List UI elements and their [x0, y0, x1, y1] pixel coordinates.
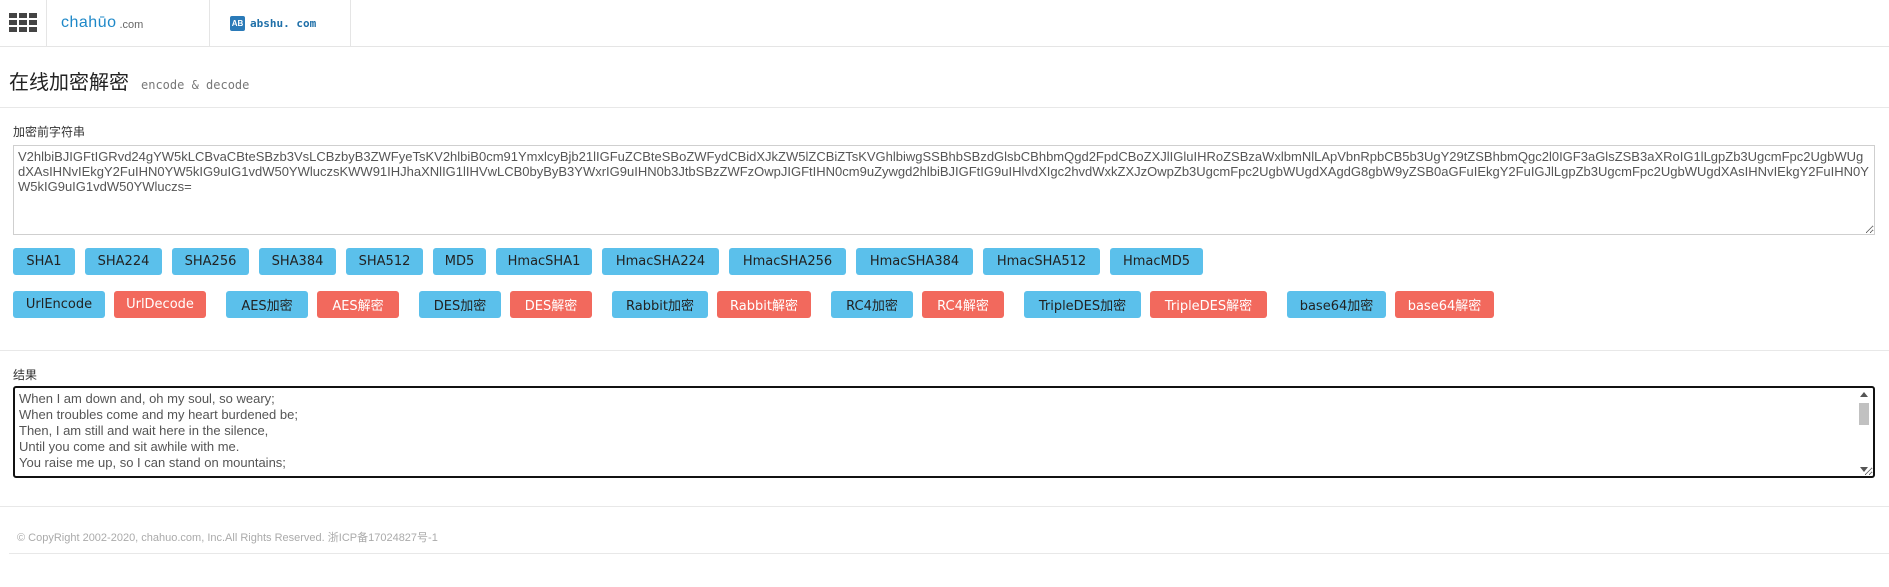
result-label: 结果 [13, 368, 38, 382]
cipher-button-8[interactable]: RC4加密 [831, 291, 913, 318]
input-label: 加密前字符串 [13, 125, 86, 139]
divider [0, 350, 1889, 351]
apps-menu-button[interactable] [0, 0, 47, 46]
cipher-button-9[interactable]: RC4解密 [922, 291, 1004, 318]
page-subtitle: encode & decode [141, 78, 250, 92]
divider [9, 553, 1889, 554]
page-title: 在线加密解密 [9, 70, 129, 94]
hash-button-sha224[interactable]: SHA224 [85, 248, 162, 275]
result-output[interactable] [13, 386, 1875, 478]
hash-button-sha256[interactable]: SHA256 [172, 248, 249, 275]
cipher-button-2[interactable]: AES加密 [226, 291, 308, 318]
hash-button-hmacmd5[interactable]: HmacMD5 [1110, 248, 1203, 275]
chahuo-logo-text: chahūo [61, 14, 117, 31]
scroll-thumb[interactable] [1859, 403, 1869, 425]
hash-button-sha1[interactable]: SHA1 [13, 248, 75, 275]
hash-button-row: SHA1 SHA224 SHA256 SHA384 SHA512 MD5 HmacSHA1 H… [13, 248, 1213, 275]
hash-button-sha384[interactable]: SHA384 [259, 248, 336, 275]
cipher-button-row: UrlEncode UrlDecode AES加密 AES解密 DES加密 DES解密 Ra… [13, 291, 1494, 318]
result-scrollbar[interactable] [1857, 390, 1871, 474]
grid-icon [9, 13, 37, 33]
scroll-down-icon[interactable] [1860, 467, 1868, 472]
hash-button-hmacsha1[interactable]: HmacSHA1 [496, 248, 592, 275]
hash-button-hmacsha512[interactable]: HmacSHA512 [983, 248, 1100, 275]
hash-button-hmacsha224[interactable]: HmacSHA224 [602, 248, 719, 275]
cipher-button-12[interactable]: base64加密 [1287, 291, 1386, 318]
cipher-button-10[interactable]: TripleDES加密 [1024, 291, 1141, 318]
hash-button-md5[interactable]: MD5 [433, 248, 486, 275]
chahuo-logo-suffix: .com [119, 19, 144, 31]
cipher-button-6[interactable]: Rabbit加密 [612, 291, 708, 318]
footer-copyright: © CopyRight 2002-2020, chahuo.com, Inc.A… [17, 532, 438, 544]
cipher-button-7[interactable]: Rabbit解密 [717, 291, 811, 318]
cipher-button-3[interactable]: AES解密 [317, 291, 399, 318]
cipher-button-11[interactable]: TripleDES解密 [1150, 291, 1267, 318]
cipher-button-13[interactable]: base64解密 [1395, 291, 1494, 318]
scroll-up-icon[interactable] [1860, 392, 1868, 397]
cipher-button-4[interactable]: DES加密 [419, 291, 501, 318]
page-header: 在线加密解密 encode & decode [9, 66, 249, 95]
divider [0, 107, 1889, 108]
divider [0, 506, 1889, 507]
hash-button-hmacsha256[interactable]: HmacSHA256 [729, 248, 846, 275]
hash-button-hmacsha384[interactable]: HmacSHA384 [856, 248, 973, 275]
chahuo-logo-link[interactable]: chahūo .com [47, 0, 210, 46]
abshu-logo-text: abshu. com [250, 16, 317, 30]
abshu-logo-link[interactable]: AB abshu. com [210, 0, 351, 46]
cipher-button-0[interactable]: UrlEncode [13, 291, 105, 318]
abshu-badge-icon: AB [230, 15, 245, 31]
hash-button-sha512[interactable]: SHA512 [346, 248, 423, 275]
plaintext-input[interactable] [13, 145, 1875, 235]
cipher-button-5[interactable]: DES解密 [510, 291, 592, 318]
top-bar: chahūo .com AB abshu. com [0, 0, 1889, 47]
cipher-button-1[interactable]: UrlDecode [114, 291, 206, 318]
